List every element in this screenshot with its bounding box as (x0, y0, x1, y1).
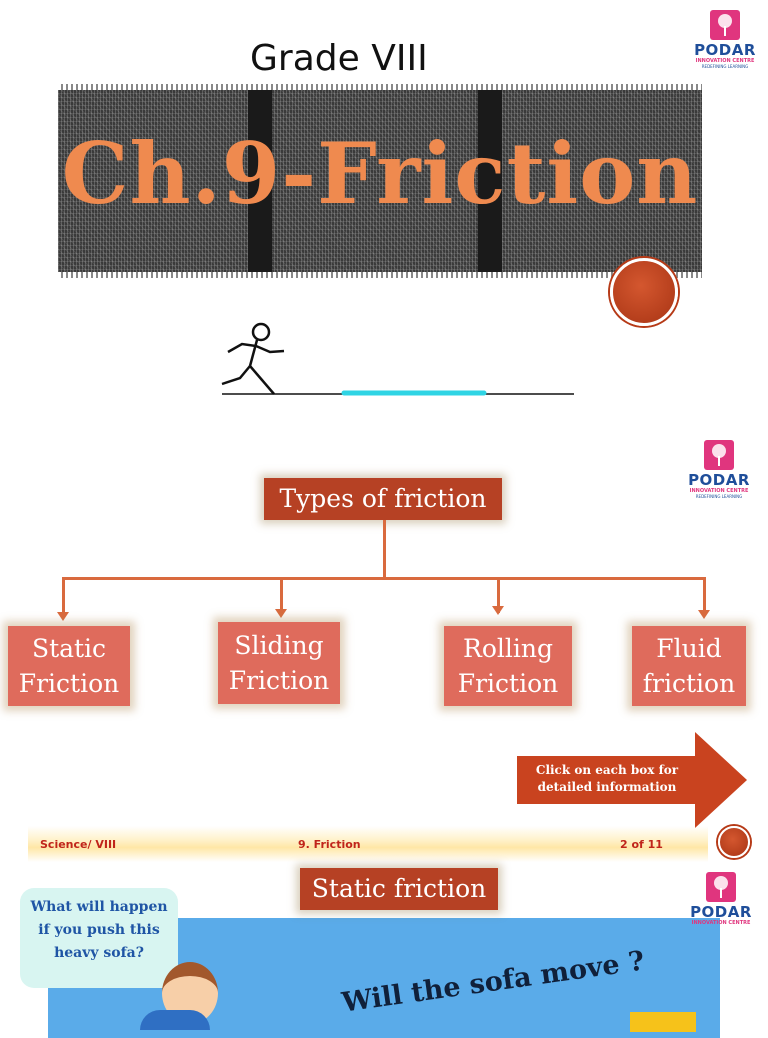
arrow-down-icon (57, 612, 69, 621)
arrow-down-icon (698, 610, 710, 619)
fluid-friction-box[interactable]: Fluid friction (632, 626, 746, 706)
chapter-banner: Ch.9-Friction (58, 84, 702, 278)
footer-page-number: 2 of 11 (620, 838, 663, 851)
arrow-down-icon (275, 609, 287, 618)
connector-line (703, 577, 706, 613)
tree-logo-icon (706, 872, 736, 902)
footer-chapter: 9. Friction (298, 838, 361, 851)
question-bubble: What will happen if you push this heavy … (20, 888, 178, 988)
sliding-friction-box[interactable]: Sliding Friction (218, 622, 340, 704)
logo-tagline: REDEFINING LEARNING (695, 494, 743, 499)
running-stick-figure-icon (221, 322, 574, 396)
chapter-title: Ch.9-Friction (61, 124, 699, 223)
arrow-down-icon (492, 606, 504, 615)
boy-body-icon (140, 1010, 210, 1030)
logo-subtitle: INNOVATION CENTRE (695, 58, 755, 64)
grade-heading: Grade VIII (250, 38, 428, 79)
sofa-illustration (630, 1012, 696, 1032)
podar-logo: PODAR INNOVATION CENTRE REDEFINING LEARN… (686, 440, 752, 499)
logo-brand: PODAR (690, 903, 752, 921)
connector-line (497, 577, 500, 613)
static-friction-box[interactable]: Static Friction (8, 626, 130, 706)
types-of-friction-box: Types of friction (264, 478, 502, 520)
logo-tagline: REDEFINING LEARNING (701, 64, 749, 69)
static-friction-title: Static friction (300, 868, 498, 910)
logo-subtitle: INNOVATION CENTRE (691, 920, 751, 926)
logo-subtitle: INNOVATION CENTRE (689, 488, 749, 494)
podar-logo: PODAR INNOVATION CENTRE REDEFINING LEARN… (692, 10, 758, 69)
decorative-circle (718, 826, 750, 858)
podar-logo: PODAR INNOVATION CENTRE (688, 872, 754, 926)
footer-subject: Science/ VIII (40, 838, 117, 851)
tree-logo-icon (710, 10, 740, 40)
instruction-text: Click on each box for detailed informati… (535, 763, 679, 794)
logo-brand: PODAR (688, 471, 750, 489)
rolling-friction-box[interactable]: Rolling Friction (444, 626, 572, 706)
logo-brand: PODAR (694, 41, 756, 59)
connector-line (383, 520, 386, 578)
question-text: What will happen if you push this heavy … (30, 899, 168, 961)
instruction-arrow: Click on each box for detailed informati… (517, 732, 747, 828)
connector-line (280, 580, 283, 610)
connector-line (62, 577, 65, 613)
slide-footer (28, 826, 708, 862)
connector-line (62, 577, 706, 580)
tree-logo-icon (704, 440, 734, 470)
decorative-circle (610, 258, 678, 326)
